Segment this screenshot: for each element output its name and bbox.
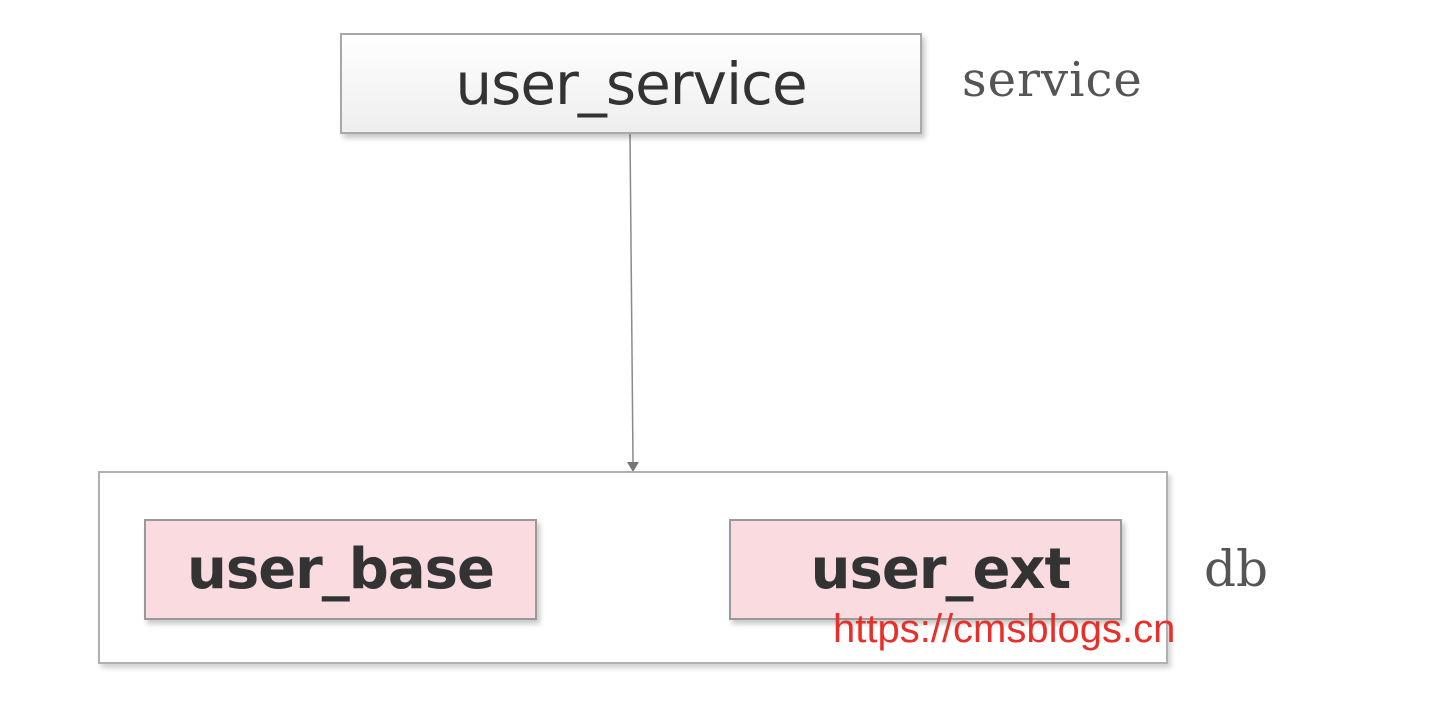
user-ext-node: user_ext — [729, 519, 1122, 620]
connector-arrowhead — [627, 462, 639, 472]
connector-line — [629, 133, 634, 463]
user-base-label: user_base — [187, 537, 495, 602]
user-service-node: user_service — [340, 33, 922, 134]
user-base-node: user_base — [144, 519, 537, 620]
watermark-text: https://cmsblogs.cn — [833, 607, 1176, 651]
user-service-label: user_service — [455, 49, 807, 118]
db-layer-label: db — [1204, 540, 1269, 598]
user-ext-label: user_ext — [810, 537, 1072, 602]
service-layer-label: service — [962, 52, 1143, 108]
